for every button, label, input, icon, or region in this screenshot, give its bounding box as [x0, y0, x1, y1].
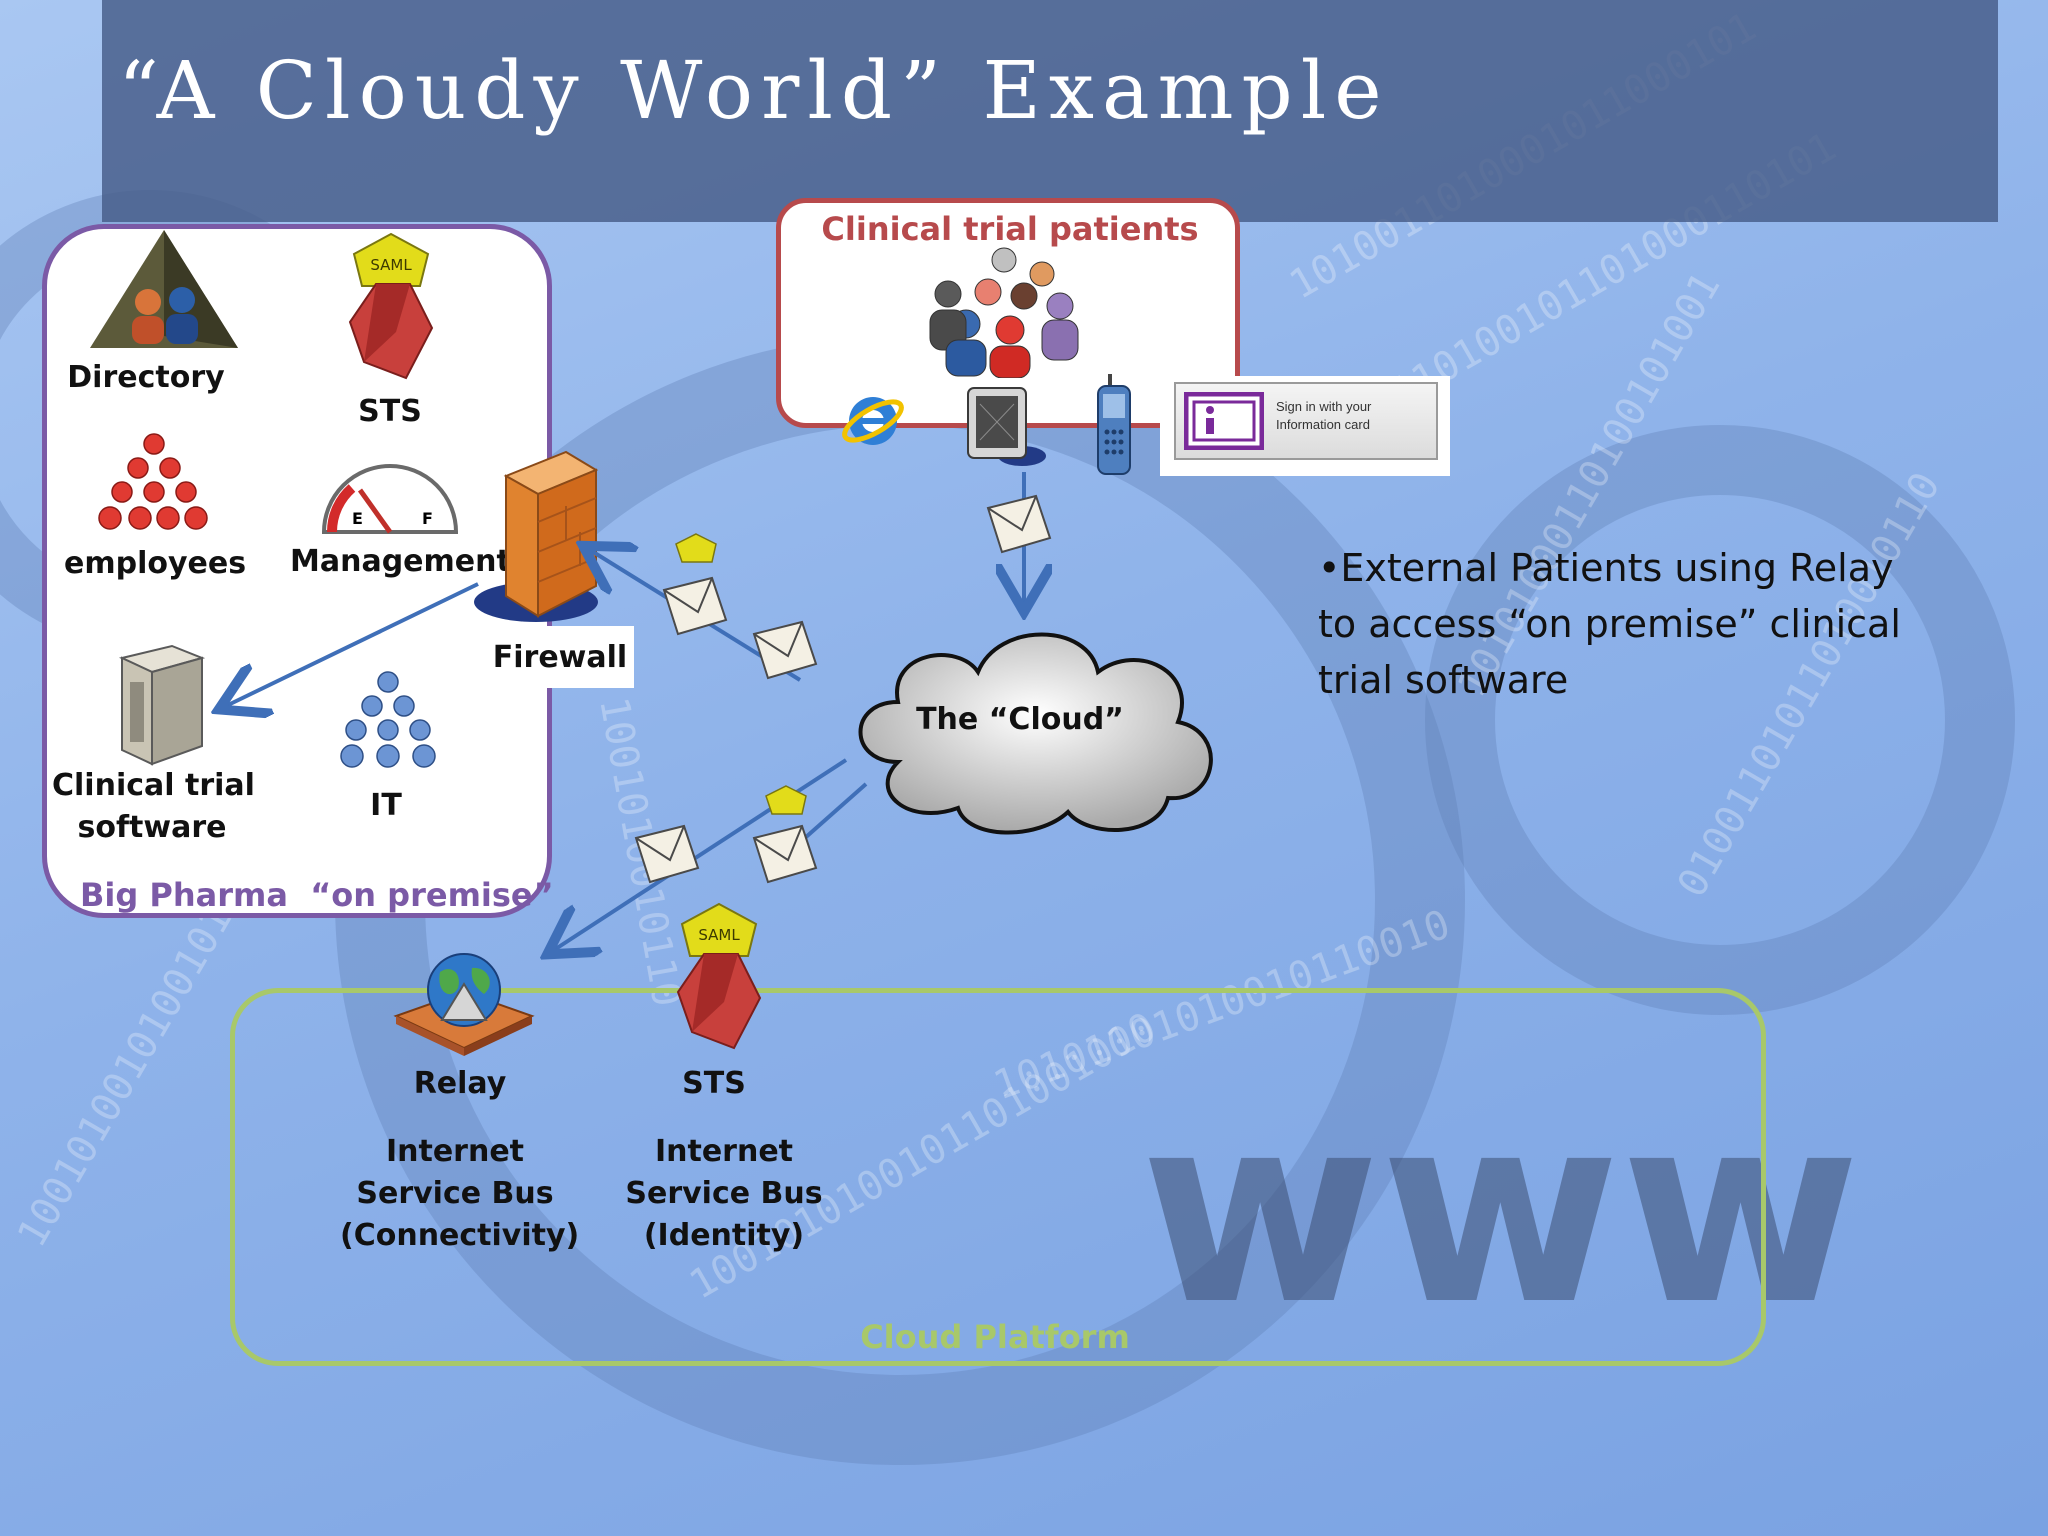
- envelope-icon-3: [753, 621, 817, 679]
- page-title: “A Cloudy World” Example: [118, 44, 1390, 137]
- arrow-firewall-to-software: [226, 582, 479, 706]
- relay-desc-line3: (Connectivity): [340, 1218, 580, 1253]
- patients-caption: Clinical trial patients: [821, 210, 1199, 248]
- cloud-sts-icon: SAML: [676, 902, 762, 1050]
- firewall-icon: [474, 450, 599, 622]
- svg-text:SAML: SAML: [370, 256, 412, 274]
- employees-label: employees: [64, 546, 247, 581]
- cloud-sts-desc-line3: (Identity): [643, 1218, 805, 1253]
- infocard-signin-panel: Sign in with your Information card: [1160, 376, 1450, 476]
- infocard-icon: [1184, 392, 1264, 450]
- employees-icon: [98, 433, 208, 530]
- it-label: IT: [370, 788, 402, 823]
- svg-text:SAML: SAML: [698, 926, 740, 944]
- cloud-label: The “Cloud”: [916, 702, 1124, 737]
- gauge-icon: E F: [321, 464, 459, 534]
- firewall-label-background: [486, 626, 634, 688]
- relay-desc-line1: Internet: [385, 1134, 525, 1169]
- directory-label: Directory: [67, 360, 225, 395]
- svg-text:E: E: [352, 509, 363, 528]
- tablet-device-icon: [967, 387, 1046, 466]
- clinical-software-label-line2: software: [77, 810, 227, 845]
- patients-group-icon: [929, 247, 1079, 378]
- relay-desc-line2: Service Bus: [356, 1176, 554, 1211]
- firewall-label: Firewall: [492, 640, 628, 675]
- bullet-text: •External Patients using Relay to access…: [1318, 546, 1901, 702]
- mobile-phone-icon: [1097, 374, 1131, 475]
- envelope-icon-5: [753, 785, 817, 883]
- cloud-icon: [858, 632, 1213, 835]
- directory-icon: [90, 230, 238, 348]
- relay-label: Relay: [413, 1066, 507, 1101]
- envelope-icon-2: [663, 533, 727, 635]
- envelope-icon-4: [635, 825, 699, 883]
- title-bar: [102, 0, 1998, 222]
- sts-icon: SAML: [348, 232, 434, 380]
- on-premise-caption: Big Pharma “on premise”: [80, 876, 554, 914]
- clinical-software-label-line1: Clinical trial: [52, 768, 255, 803]
- infocard-signin-button[interactable]: Sign in with your Information card: [1174, 382, 1438, 460]
- svg-text:F: F: [422, 509, 433, 528]
- svg-text:www: www: [1140, 1060, 1861, 1362]
- envelope-icon-1: [987, 495, 1051, 553]
- infocard-text: Sign in with your Information card: [1276, 399, 1372, 432]
- cloud-sts-label: STS: [682, 1066, 746, 1101]
- browser-icon: [842, 397, 904, 445]
- it-group-icon: [340, 671, 436, 768]
- server-icon: [118, 644, 206, 766]
- management-label: Management: [290, 544, 511, 579]
- cloud-platform-caption: Cloud Platform: [860, 1318, 1130, 1356]
- cloud-platform-region: [230, 988, 1766, 1366]
- relay-globe-icon: [393, 953, 535, 1056]
- cloud-sts-desc-line1: Internet: [654, 1134, 794, 1169]
- sts-label: STS: [358, 394, 422, 429]
- cloud-sts-desc-line2: Service Bus: [625, 1176, 823, 1211]
